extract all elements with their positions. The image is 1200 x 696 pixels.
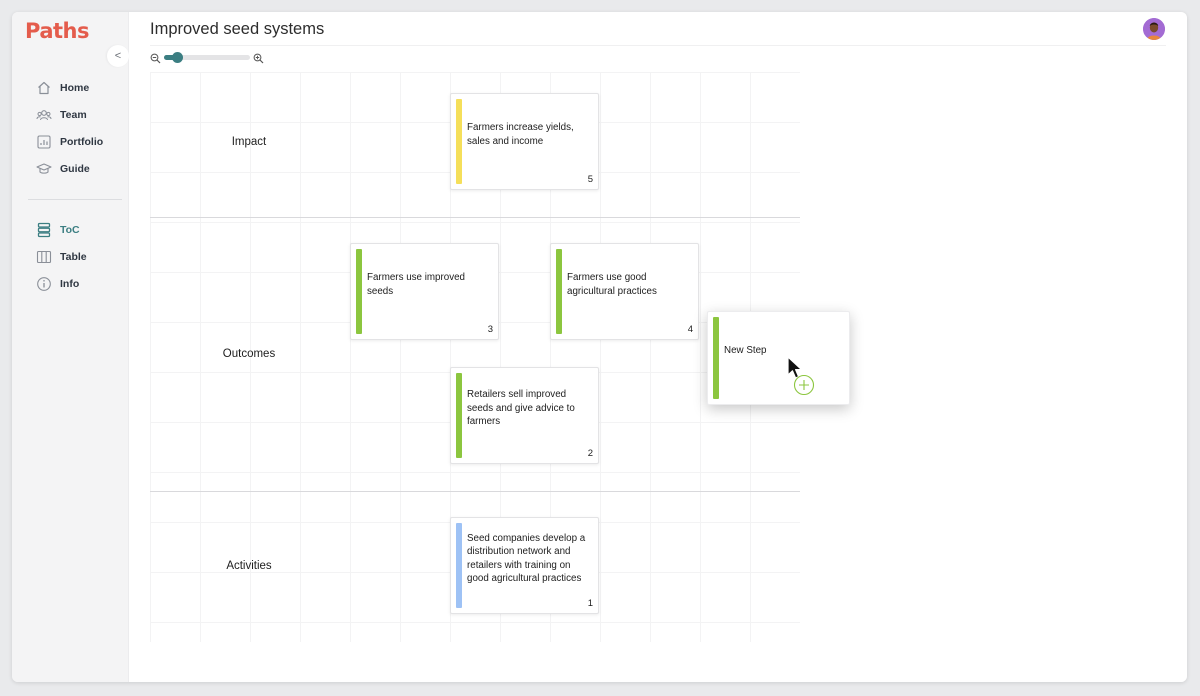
step-card[interactable]: Farmers use good agricultural practices … [550,243,699,340]
page-title: Improved seed systems [150,20,325,38]
card-number: 2 [587,448,593,459]
card-number: 3 [487,324,493,335]
zoom-in-icon[interactable] [253,51,264,64]
add-step-icon[interactable] [793,374,815,396]
card-text: New Step [724,345,767,357]
main-panel: Improved seed systems Impact Outcomes Ac… [128,12,1187,682]
card-number: 4 [687,324,693,335]
card-number: 5 [587,174,593,185]
zoom-slider-thumb[interactable] [171,52,183,63]
avatar[interactable] [1143,18,1165,40]
card-color-bar [456,373,462,458]
card-text: Farmers use improved seeds [367,272,465,297]
zoom-out-icon[interactable] [150,51,161,64]
portfolio-icon [36,134,52,150]
card-color-bar [713,317,719,399]
row-label-activities: Activities [226,560,272,572]
card-text: Farmers increase yields, sales and incom… [467,122,574,147]
sidebar-item-portfolio[interactable]: Portfolio [36,132,120,152]
new-step-card[interactable]: New Step [707,311,850,405]
card-color-bar [456,523,462,608]
card-text: Seed companies develop a distribution ne… [467,532,586,585]
card-number: 1 [587,598,593,609]
sidebar-divider [28,199,122,200]
sidebar: Paths Home Team Portfolio Guide [12,12,128,682]
info-icon [36,276,52,292]
sidebar-item-label: Team [60,109,87,121]
sidebar-item-label: Home [60,82,90,94]
card-text: Farmers use good agricultural practices [567,272,657,297]
sidebar-item-home[interactable]: Home [36,78,120,98]
team-icon [36,107,52,123]
row-divider [150,217,800,218]
row-label-impact: Impact [231,136,267,148]
guide-icon [36,161,52,177]
sidebar-item-label: Portfolio [60,136,104,148]
row-divider [150,491,800,492]
collapse-sidebar-button[interactable]: < [107,45,129,67]
step-card[interactable]: Retailers sell improved seeds and give a… [450,367,599,464]
sidebar-item-label: ToC [60,224,80,236]
step-card[interactable]: Farmers use improved seeds 3 [350,243,499,340]
sidebar-item-label: Info [60,278,80,290]
sidebar-item-toc[interactable]: ToC [36,220,120,240]
card-color-bar [356,249,362,334]
sidebar-item-table[interactable]: Table [36,247,120,267]
sidebar-item-team[interactable]: Team [36,105,120,125]
zoom-slider[interactable] [164,52,250,63]
card-color-bar [556,249,562,334]
sidebar-item-label: Table [60,251,87,263]
step-card[interactable]: Seed companies develop a distribution ne… [450,517,599,614]
step-card[interactable]: Farmers increase yields, sales and incom… [450,93,599,190]
sidebar-item-guide[interactable]: Guide [36,159,120,179]
sidebar-item-label: Guide [60,163,90,175]
row-label-outcomes: Outcomes [222,348,276,360]
toc-icon [36,222,52,238]
card-color-bar [456,99,462,184]
app-window: Paths Home Team Portfolio Guide [12,12,1187,682]
mouse-pointer-icon [787,356,803,379]
table-icon [36,249,52,265]
zoom-slider-fill [164,55,177,60]
sidebar-item-info[interactable]: Info [36,274,120,294]
card-text: Retailers sell improved seeds and give a… [467,389,575,428]
logo[interactable]: Paths [25,19,90,43]
home-icon [36,80,52,96]
header-divider [150,45,1166,46]
